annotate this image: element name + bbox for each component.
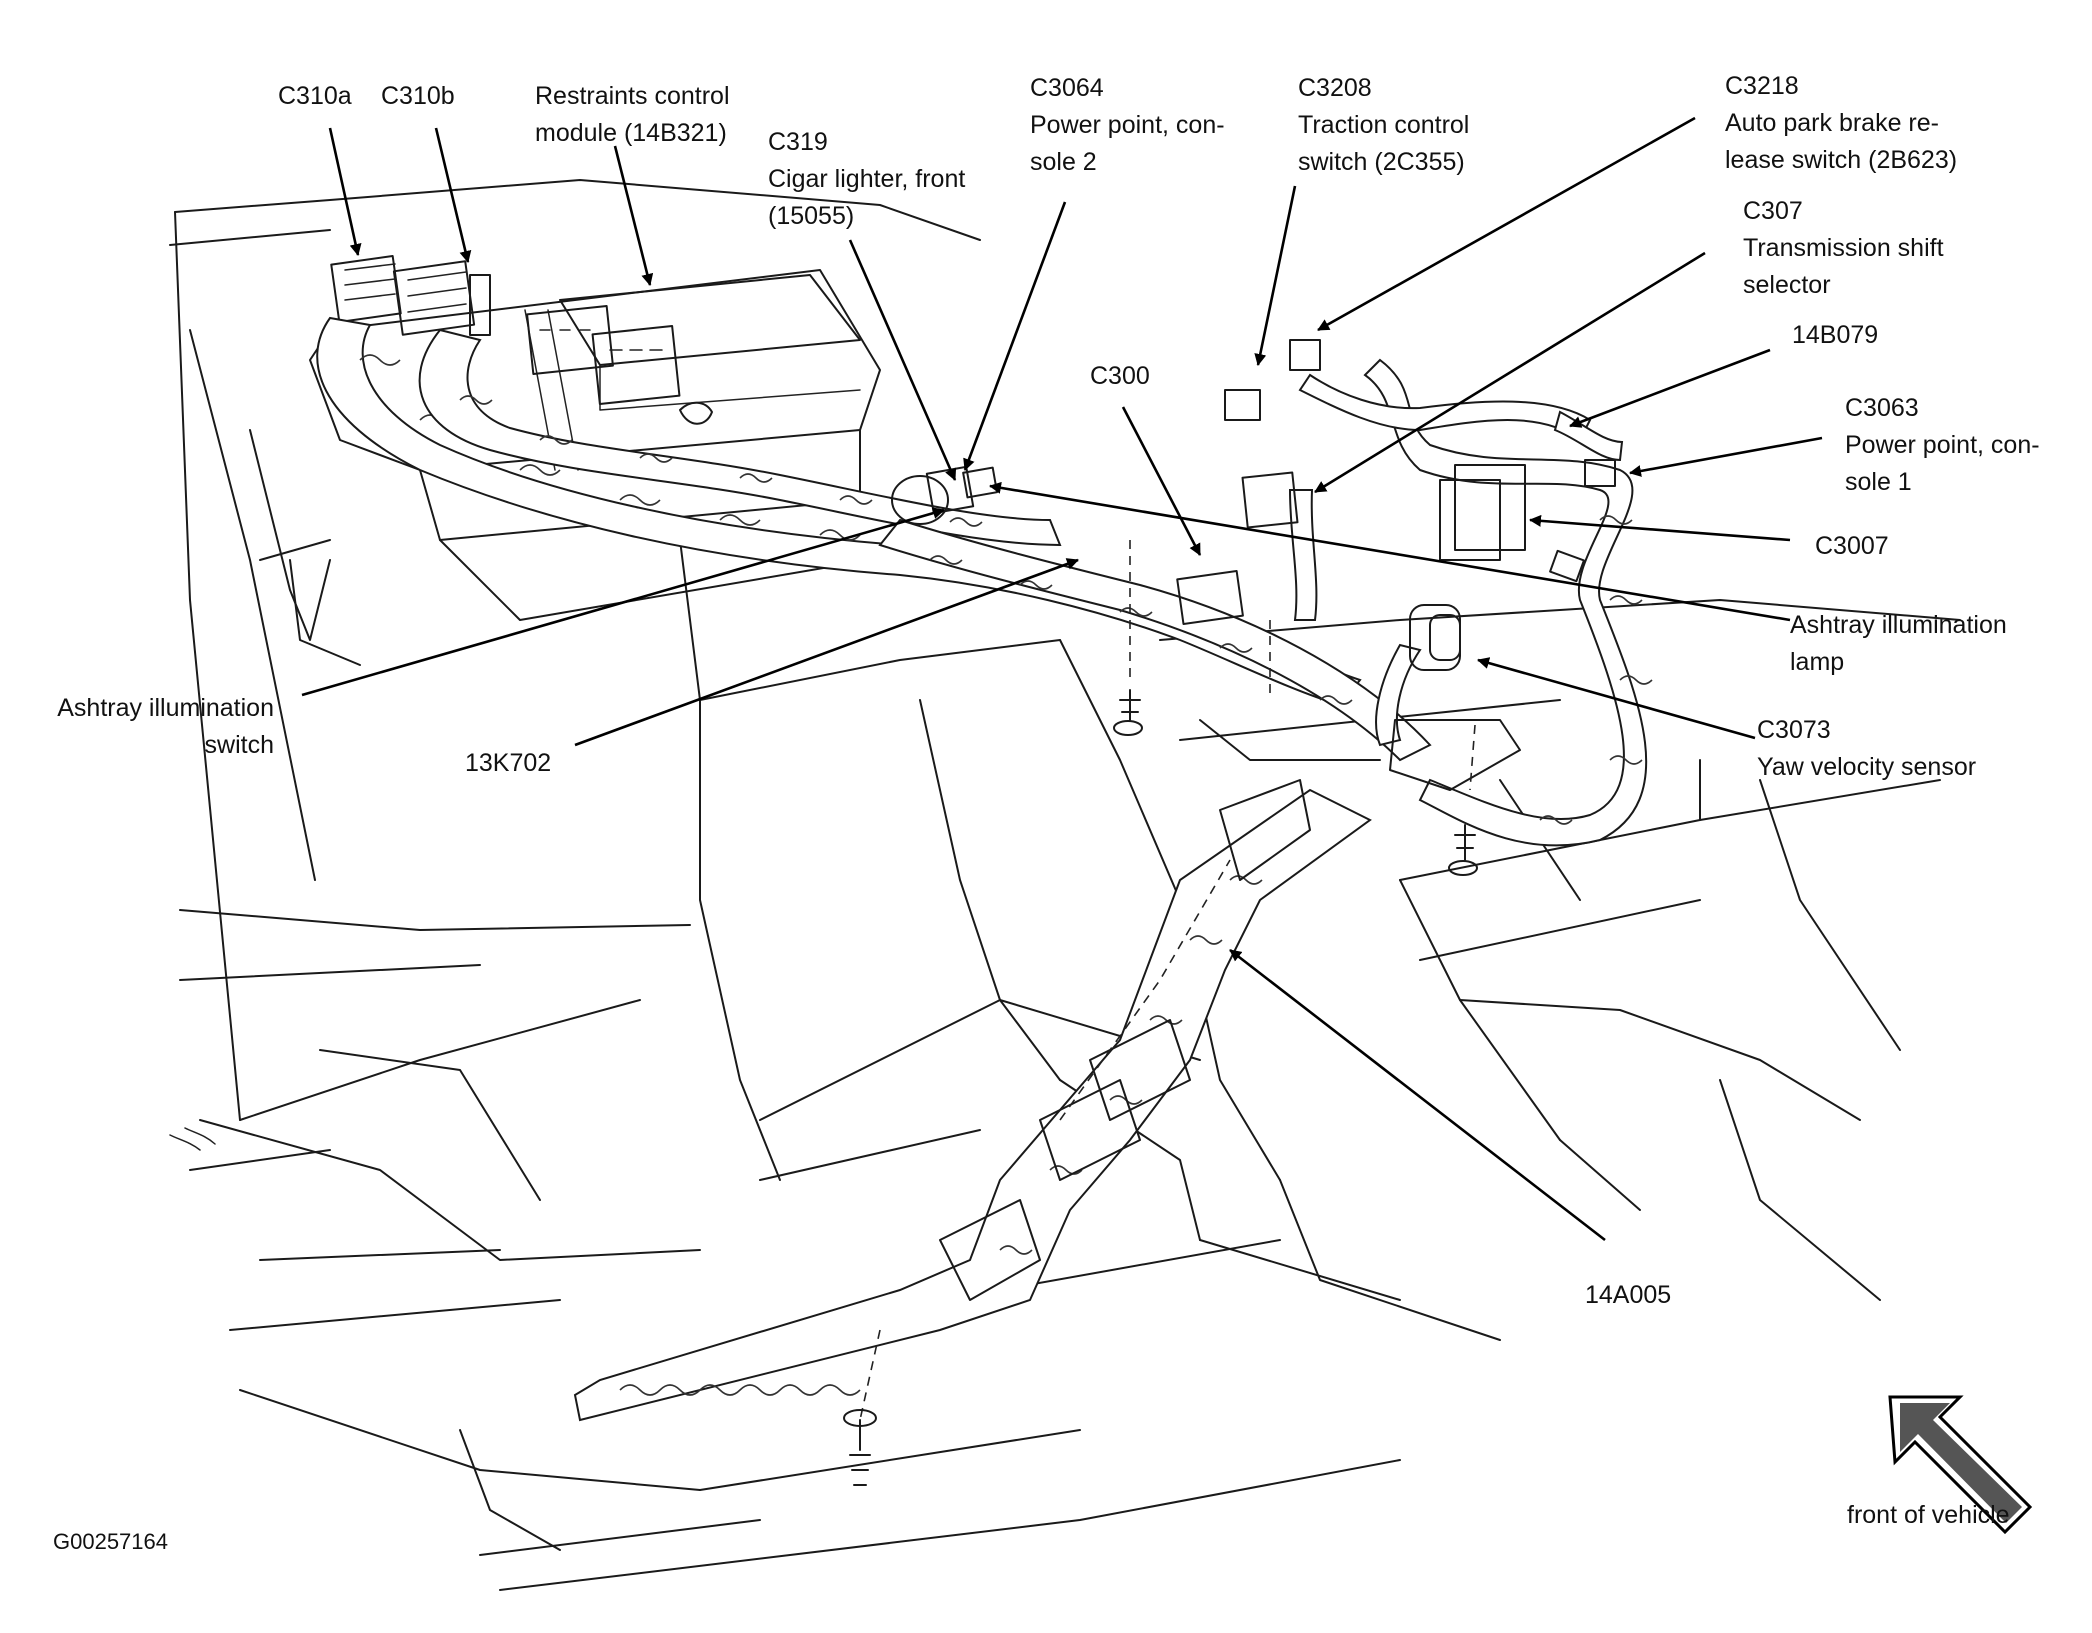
- c310-connectors: [330, 254, 491, 336]
- label-14b079-line-1: 14B079: [1792, 321, 1879, 349]
- label-c300-line-1: C300: [1090, 362, 1150, 390]
- label-ashtray-switch: Ashtray illumination switch: [57, 690, 274, 764]
- fasteners: [1113, 540, 1478, 876]
- label-c319-line-2: Cigar lighter, front: [768, 165, 966, 193]
- label-c3063-line-3: sole 1: [1845, 468, 1912, 496]
- label-ashtray-lamp-line-1: Ashtray illumination: [1790, 611, 2007, 639]
- label-ashtray-lamp-line-2: lamp: [1790, 648, 1845, 676]
- label-c3073-line-1: C3073: [1757, 716, 1831, 744]
- label-c3208-line-2: Traction control: [1298, 111, 1470, 139]
- label-14a005-line-1: 14A005: [1585, 1281, 1672, 1309]
- label-c3208: C3208 Traction control switch (2C355): [1298, 70, 1469, 181]
- label-c319-line-3: (15055): [768, 202, 855, 230]
- label-c3007-line-1: C3007: [1815, 532, 1889, 560]
- label-c310b: C310b: [381, 78, 455, 115]
- label-c307: C307 Transmission shift selector: [1743, 193, 1944, 304]
- label-c307-line-2: Transmission shift: [1743, 234, 1944, 262]
- label-restraints-line-1: Restraints control: [535, 82, 730, 110]
- label-c3063-line-1: C3063: [1845, 394, 1919, 422]
- label-ashtray-lamp: Ashtray illumination lamp: [1790, 607, 2007, 681]
- label-c3064-line-1: C3064: [1030, 74, 1104, 102]
- figure-id-text: G00257164: [53, 1529, 168, 1554]
- label-restraints-line-2: module (14B321): [535, 119, 727, 147]
- label-14a005: 14A005: [1585, 1277, 1671, 1314]
- label-13k702-line-1: 13K702: [465, 749, 552, 777]
- label-c3073-line-2: Yaw velocity sensor: [1757, 753, 1977, 781]
- label-c3208-line-3: switch (2C355): [1298, 148, 1465, 176]
- wiring-harness-upper-right: [1288, 358, 1653, 847]
- label-c310a: C310a: [278, 78, 352, 115]
- label-c3218: C3218 Auto park brake re- lease switch (…: [1725, 68, 1957, 179]
- label-c307-line-1: C307: [1743, 197, 1803, 225]
- label-c3063: C3063 Power point, con- sole 1: [1845, 390, 2040, 501]
- label-c307-line-3: selector: [1743, 271, 1831, 299]
- label-c3218-line-2: Auto park brake re-: [1725, 109, 1939, 137]
- label-c3064: C3064 Power point, con- sole 2: [1030, 70, 1225, 181]
- label-c319-line-1: C319: [768, 128, 828, 156]
- label-c319: C319 Cigar lighter, front (15055): [768, 124, 965, 235]
- front-of-vehicle-text: front of vehicle: [1847, 1501, 2010, 1529]
- label-13k702: 13K702: [465, 745, 551, 782]
- label-14b079: 14B079: [1792, 317, 1878, 354]
- label-c300: C300: [1090, 358, 1150, 395]
- label-c3218-line-3: lease switch (2B623): [1725, 146, 1958, 174]
- leader-lines: [301, 116, 1823, 1242]
- label-c3208-line-1: C3208: [1298, 74, 1372, 102]
- vehicle-floor-outline: [169, 179, 1961, 1591]
- front-of-vehicle-label: front of vehicle: [1847, 1497, 2010, 1534]
- label-c3064-line-3: sole 2: [1030, 148, 1097, 176]
- label-c310a-line-1: C310a: [278, 82, 352, 110]
- label-ashtray-switch-line-2: switch: [204, 731, 274, 759]
- label-c3063-line-2: Power point, con-: [1845, 431, 2040, 459]
- harness-14a005: [573, 779, 1372, 1486]
- label-c3064-line-2: Power point, con-: [1030, 111, 1225, 139]
- label-ashtray-switch-line-1: Ashtray illumination: [57, 694, 274, 722]
- figure-id: G00257164: [53, 1523, 168, 1560]
- label-c3073: C3073 Yaw velocity sensor: [1757, 712, 1976, 786]
- wiring-harness-main: [316, 316, 1432, 762]
- connector-bodies: [891, 339, 1616, 791]
- label-c310b-line-1: C310b: [381, 82, 455, 110]
- label-c3007: C3007: [1815, 528, 1889, 565]
- front-arrow-icon: [1888, 1395, 2033, 1535]
- label-restraints-module: Restraints control module (14B321): [535, 78, 730, 152]
- label-c3218-line-1: C3218: [1725, 72, 1799, 100]
